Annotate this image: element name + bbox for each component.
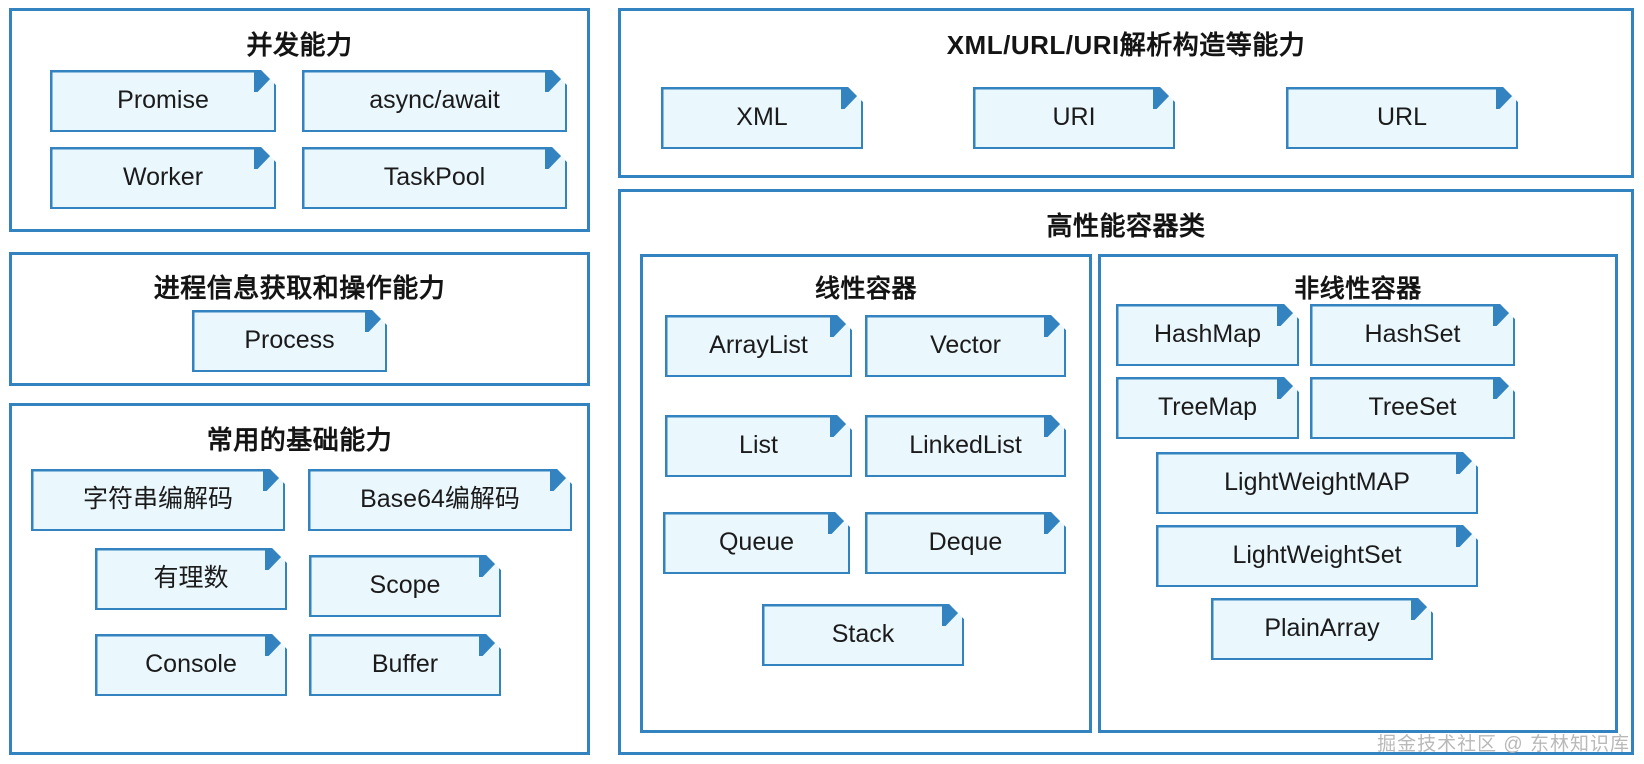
- panel-containers-title: 高性能容器类: [1046, 211, 1206, 241]
- node-async-await[interactable]: async/await: [302, 70, 567, 132]
- node-base64-codec[interactable]: Base64编解码: [308, 469, 572, 531]
- node-hashset[interactable]: HashSet: [1310, 304, 1515, 366]
- node-rational-number-label: 有理数: [153, 564, 229, 593]
- panel-process-title: 进程信息获取和操作能力: [153, 273, 446, 303]
- panel-concurrency-title: 并发能力: [246, 30, 353, 60]
- node-base64-codec-label: Base64编解码: [360, 485, 520, 514]
- node-linkedlist-label: LinkedList: [909, 431, 1022, 460]
- panel-process: 进程信息获取和操作能力 Process: [9, 252, 590, 386]
- node-treeset[interactable]: TreeSet: [1310, 377, 1515, 439]
- subpanel-nonlinear-containers-title: 非线性容器: [1294, 275, 1422, 303]
- node-hashmap-label: HashMap: [1154, 320, 1261, 349]
- node-deque-label: Deque: [928, 528, 1003, 557]
- node-uri[interactable]: URI: [973, 87, 1175, 149]
- node-promise-label: Promise: [117, 86, 209, 115]
- node-plainarray[interactable]: PlainArray: [1211, 598, 1433, 660]
- panel-concurrency: 并发能力 Promise async/await Worker TaskPool: [9, 8, 590, 232]
- node-taskpool[interactable]: TaskPool: [302, 147, 567, 209]
- node-xml-label: XML: [736, 103, 788, 132]
- node-async-await-label: async/await: [369, 86, 500, 115]
- node-queue[interactable]: Queue: [663, 512, 850, 574]
- node-scope[interactable]: Scope: [309, 555, 501, 617]
- node-url-label: URL: [1376, 103, 1427, 132]
- subpanel-nonlinear-containers: 非线性容器 HashMap HashSet TreeMap TreeSet Li…: [1098, 254, 1618, 733]
- node-buffer[interactable]: Buffer: [309, 634, 501, 696]
- node-treeset-label: TreeSet: [1368, 393, 1457, 422]
- node-vector[interactable]: Vector: [865, 315, 1066, 377]
- node-uri-label: URI: [1052, 103, 1096, 132]
- node-lightweightmap-label: LightWeightMAP: [1224, 468, 1410, 497]
- node-xml[interactable]: XML: [661, 87, 863, 149]
- node-string-codec[interactable]: 字符串编解码: [31, 469, 285, 531]
- node-deque[interactable]: Deque: [865, 512, 1066, 574]
- node-list[interactable]: List: [665, 415, 852, 477]
- node-console[interactable]: Console: [95, 634, 287, 696]
- panel-parsing: XML/URL/URI解析构造等能力 XML URI URL: [618, 8, 1634, 178]
- panel-basics: 常用的基础能力 字符串编解码 Base64编解码 有理数 Scope Conso…: [9, 403, 590, 755]
- node-buffer-label: Buffer: [371, 650, 439, 679]
- node-hashmap[interactable]: HashMap: [1116, 304, 1299, 366]
- node-rational-number[interactable]: 有理数: [95, 548, 287, 610]
- node-plainarray-label: PlainArray: [1264, 614, 1380, 643]
- watermark: 掘金技术社区 @ 东林知识库: [1377, 734, 1630, 755]
- panel-parsing-title: XML/URL/URI解析构造等能力: [946, 30, 1306, 60]
- panel-containers: 高性能容器类 线性容器 ArrayList Vector List Linked…: [618, 189, 1634, 755]
- node-lightweightset-label: LightWeightSet: [1232, 541, 1402, 570]
- panel-basics-title: 常用的基础能力: [206, 425, 393, 455]
- node-queue-label: Queue: [718, 528, 795, 557]
- node-process-label: Process: [244, 326, 335, 355]
- node-linkedlist[interactable]: LinkedList: [865, 415, 1066, 477]
- node-process[interactable]: Process: [192, 310, 387, 372]
- node-arraylist[interactable]: ArrayList: [665, 315, 852, 377]
- subpanel-linear-containers-title: 线性容器: [814, 275, 917, 303]
- node-console-label: Console: [145, 650, 237, 679]
- node-string-codec-label: 字符串编解码: [82, 485, 233, 514]
- node-lightweightset[interactable]: LightWeightSet: [1156, 525, 1478, 587]
- node-scope-label: Scope: [369, 571, 441, 600]
- subpanel-linear-containers: 线性容器 ArrayList Vector List LinkedList Qu…: [640, 254, 1092, 733]
- node-lightweightmap[interactable]: LightWeightMAP: [1156, 452, 1478, 514]
- node-worker-label: Worker: [122, 163, 204, 192]
- node-worker[interactable]: Worker: [50, 147, 276, 209]
- node-arraylist-label: ArrayList: [709, 331, 808, 360]
- node-promise[interactable]: Promise: [50, 70, 276, 132]
- node-stack[interactable]: Stack: [762, 604, 964, 666]
- node-stack-label: Stack: [831, 620, 895, 649]
- node-url[interactable]: URL: [1286, 87, 1518, 149]
- node-list-label: List: [739, 431, 778, 460]
- node-taskpool-label: TaskPool: [383, 163, 486, 192]
- node-treemap[interactable]: TreeMap: [1116, 377, 1299, 439]
- node-hashset-label: HashSet: [1364, 320, 1461, 349]
- node-vector-label: Vector: [930, 331, 1001, 360]
- node-treemap-label: TreeMap: [1157, 393, 1258, 422]
